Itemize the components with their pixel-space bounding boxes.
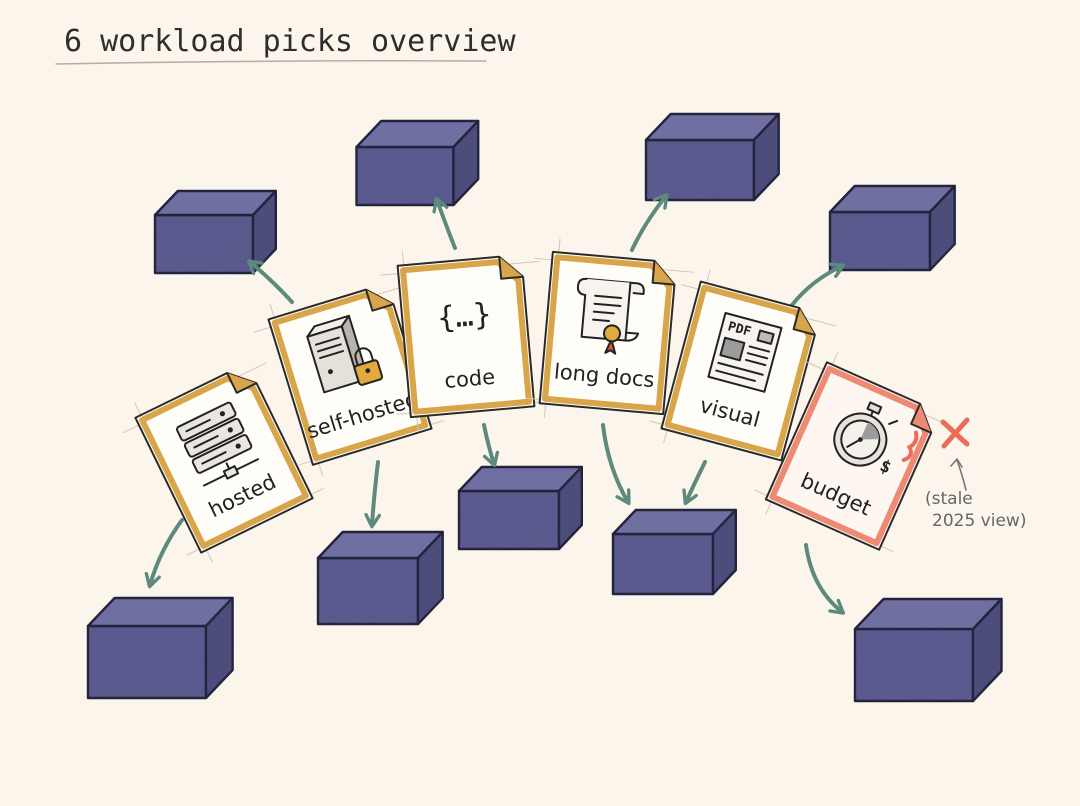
box-front-hatch [88, 626, 206, 698]
box-side-hatch [559, 467, 582, 549]
card-border [769, 365, 929, 547]
card-long-docs: long docs [525, 238, 694, 418]
card-code: {…} code [380, 251, 549, 431]
box-side-hatch [754, 114, 779, 200]
box-top-code [355, 119, 480, 207]
card-hosted: hosted [122, 362, 324, 563]
card-icon [176, 401, 259, 487]
box-front-hatch [459, 491, 559, 549]
box-top-longdocs [644, 112, 780, 202]
card-icon [576, 277, 645, 355]
box-side-hatch [713, 510, 736, 594]
cross-mark-icon [940, 417, 970, 449]
box-front-hatch [613, 534, 713, 594]
box-front-hatch [646, 140, 754, 200]
card-border [139, 375, 309, 549]
box-front-hatch [356, 147, 454, 205]
code-braces-glyph: {…} [436, 297, 493, 337]
card-icon: PDF [707, 312, 783, 393]
stale-annotation: (stale 2025 view) [925, 417, 1026, 531]
box-side-hatch [453, 121, 479, 205]
box-top-visual [828, 184, 956, 272]
card-folded-corner [651, 260, 675, 286]
box-bottom-longdocs [611, 508, 737, 596]
note-pointer-head-icon [950, 458, 963, 468]
card-border [664, 284, 813, 458]
output-boxes [86, 112, 1003, 703]
stale-note-line1: (stale [925, 489, 973, 509]
scroll-certificate-icon [576, 277, 645, 355]
card-self-hosted: self-hosted [253, 285, 444, 477]
stale-note-line2: 2025 view) [932, 511, 1026, 531]
arrow-hosted-down [144, 518, 184, 589]
card-label: code [443, 365, 496, 393]
arrow-longdocs-down [601, 423, 631, 506]
box-side-hatch [973, 599, 1002, 701]
card-border [542, 254, 673, 412]
title-underline [55, 60, 487, 65]
card-folded-corner [792, 307, 816, 336]
arrow-hosted-up [247, 259, 294, 304]
card-folded-corner [226, 372, 257, 394]
card-folded-corner [910, 403, 932, 434]
torn-edge [901, 430, 919, 462]
box-front-hatch [855, 629, 973, 701]
arrow-selfhosted-down [364, 460, 382, 529]
pdf-label: PDF [726, 319, 753, 340]
box-side-hatch [253, 191, 276, 273]
pdf-document-icon: PDF [707, 312, 783, 393]
box-front-hatch [155, 215, 253, 273]
server-rack-icon [176, 401, 259, 487]
card-budget: $budget [754, 351, 954, 553]
card-icon: {…} [436, 297, 493, 337]
box-side-hatch [930, 186, 955, 270]
box-bottom-code [457, 465, 583, 551]
card-body [396, 255, 536, 419]
box-bottom-budget [853, 597, 1003, 703]
arrow-code-down [482, 423, 500, 468]
code-braces-icon: {…} [436, 297, 493, 337]
arrow-budget-down [804, 543, 845, 615]
box-bottom-hosted [86, 596, 234, 700]
card-border [400, 258, 532, 415]
box-side-hatch [418, 532, 443, 624]
server-lock-icon [306, 314, 384, 394]
note-pointer [956, 459, 967, 491]
box-side-hatch [206, 598, 233, 698]
box-bottom-selfhost [316, 530, 444, 626]
diagram-title: 6 workload picks overview [64, 24, 516, 59]
box-front-hatch [830, 212, 930, 270]
diagram-title-group: 6 workload picks overview [55, 24, 516, 65]
arrow-code-up [432, 196, 457, 250]
arrow-visual-up [790, 262, 846, 307]
card-icon [306, 314, 384, 394]
arrow-longdocs-up [630, 193, 669, 252]
arrow-visual-down [682, 460, 707, 506]
card-folded-corner [365, 289, 394, 312]
card-folded-corner [498, 256, 524, 280]
box-front-hatch [318, 558, 418, 624]
box-top-hosted [153, 189, 277, 275]
arrows [144, 193, 846, 615]
